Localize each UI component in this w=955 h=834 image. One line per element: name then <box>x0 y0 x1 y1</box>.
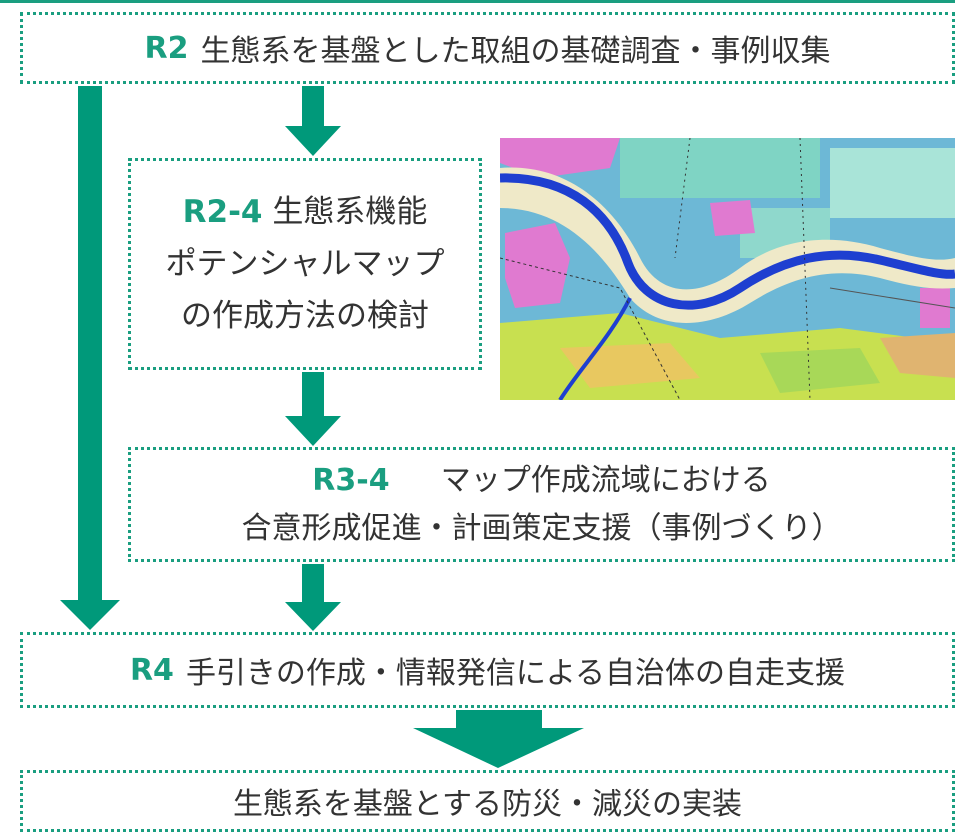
top-border-line <box>0 0 955 3</box>
r24-line1: R2-4 生態系機能 <box>183 186 428 238</box>
ecosystem-potential-map-image <box>500 138 955 400</box>
r24-box: R2-4 生態系機能 ポテンシャルマップ の作成方法の検討 <box>128 158 482 370</box>
arrow-r24-to-r34 <box>285 372 341 446</box>
r34-box: R3-4 マップ作成流域における 合意形成促進・計画策定支援（事例づくり） <box>128 447 955 562</box>
r4-text: 手引きの作成・情報発信による自治体の自走支援 <box>185 656 846 691</box>
arrow-r4-to-goal <box>413 710 584 768</box>
r24-code: R2-4 <box>182 194 263 230</box>
r34-line2: 合意形成促進・計画策定支援（事例づくり） <box>241 510 842 546</box>
r24-line1-text: 生態系機能 <box>272 194 428 230</box>
r2-text: 生態系を基盤とした取組の基礎調査・事例収集 <box>200 34 831 69</box>
r34-line1-text: マップ作成流域における <box>440 462 771 498</box>
arrow-r2-to-r24 <box>285 86 341 156</box>
goal-text: 生態系を基盤とする防災・減災の実装 <box>232 787 743 822</box>
r4-box: R4 手引きの作成・情報発信による自治体の自走支援 <box>20 632 955 708</box>
arrow-r34-to-r4 <box>285 564 341 631</box>
r2-box: R2 生態系を基盤とした取組の基礎調査・事例収集 <box>20 12 955 84</box>
goal-box: 生態系を基盤とする防災・減災の実装 <box>20 770 955 832</box>
r24-line3: の作成方法の検討 <box>181 298 429 334</box>
r34-line1: R3-4 マップ作成流域における <box>312 457 770 505</box>
r2-code: R2 <box>144 30 189 66</box>
r34-code: R3-4 <box>312 462 390 498</box>
r24-line2: ポテンシャルマップ <box>165 246 445 282</box>
r4-code: R4 <box>129 652 174 688</box>
arrow-r2-to-r4 <box>60 86 120 630</box>
